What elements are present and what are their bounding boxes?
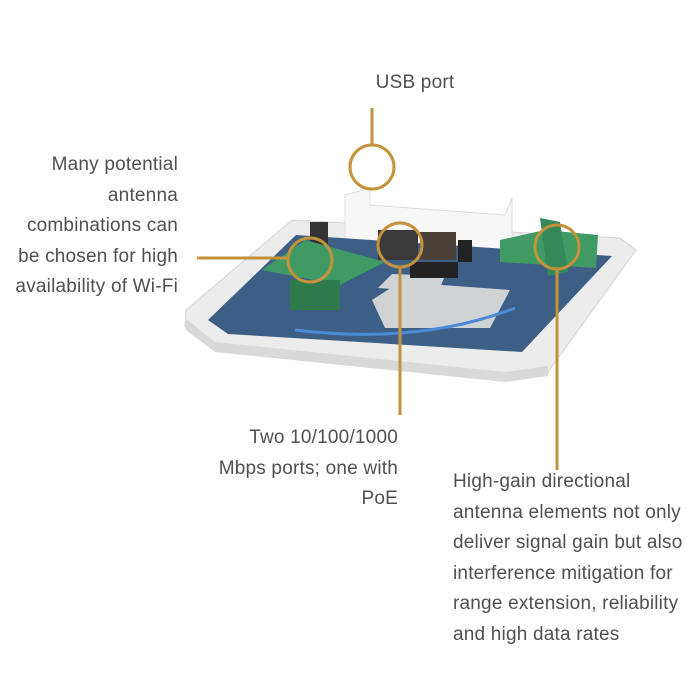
capacitor bbox=[310, 222, 328, 246]
directional-antenna-label: High-gain directional antenna elements n… bbox=[453, 467, 683, 650]
label-line: High-gain directional bbox=[453, 471, 631, 492]
label-line: antenna bbox=[107, 184, 178, 206]
rf-shield bbox=[372, 282, 510, 328]
antenna-callout-circle bbox=[286, 236, 334, 284]
ethernet-port bbox=[378, 230, 418, 260]
label-line: and high data rates bbox=[453, 623, 620, 645]
label-line: Two 10/100/1000 bbox=[249, 427, 398, 448]
callout-markers bbox=[197, 108, 581, 470]
antenna-cable bbox=[294, 306, 516, 336]
label-line: deliver signal gain but also bbox=[453, 532, 683, 553]
label-line: antenna elements not only bbox=[453, 501, 681, 523]
label-line: PoE bbox=[361, 488, 398, 509]
power-jack bbox=[458, 240, 472, 262]
ethernet-ports-label: Two 10/100/1000 Mbps ports; one with PoE bbox=[219, 423, 398, 515]
label-line: interference mitigation for bbox=[453, 562, 673, 584]
device-shell-front-edge bbox=[185, 318, 548, 382]
label-line: availability of Wi-Fi bbox=[15, 276, 178, 297]
label-line: Many potential bbox=[51, 154, 178, 175]
antenna-pcb-right-upright bbox=[540, 218, 568, 276]
usb-callout-circle bbox=[348, 143, 396, 191]
antenna-pcb-riser bbox=[290, 280, 340, 310]
rf-shield-small bbox=[378, 274, 445, 292]
chip bbox=[410, 262, 458, 278]
label-line: range extension, reliability bbox=[453, 593, 679, 614]
antenna-combinations-label: Many potential antenna combinations can … bbox=[15, 150, 178, 303]
ethernet-port bbox=[420, 232, 456, 260]
label-line: USB port bbox=[375, 72, 455, 93]
label-line: combinations can bbox=[26, 215, 178, 236]
label-line: be chosen for high bbox=[18, 245, 178, 267]
usb-port-label: USB port bbox=[330, 68, 500, 99]
label-line: Mbps ports; one with bbox=[218, 457, 398, 479]
